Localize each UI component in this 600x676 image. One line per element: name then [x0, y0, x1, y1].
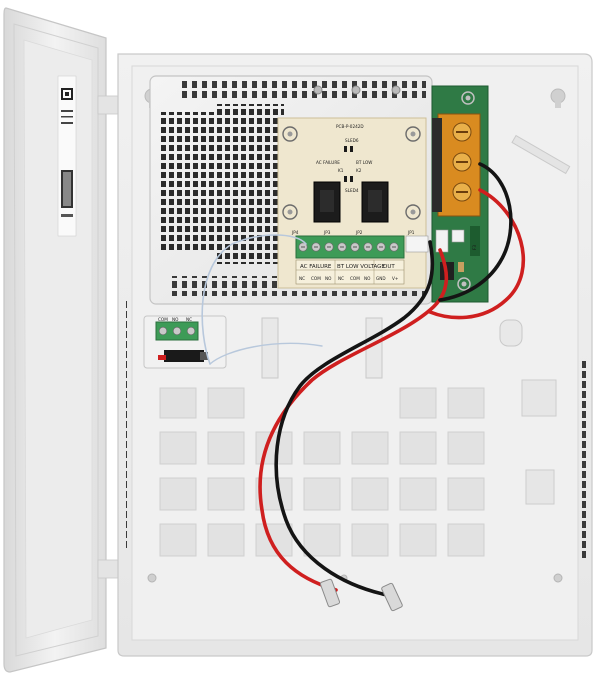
pin-label-5: COM: [350, 276, 360, 281]
group-label-out: OUT: [383, 264, 395, 270]
pin-label-8: V+: [392, 276, 399, 281]
side-vent-right: [580, 360, 586, 560]
group-label-ac-failure: AC FAILURE: [300, 264, 332, 270]
pcb-led-label-1: SLED6: [345, 138, 359, 143]
pcb-model-text: PCB-P-0242D: [336, 124, 364, 129]
pcb-led-label-4: K2: [356, 168, 362, 173]
side-vent-left: [126, 300, 132, 550]
tamper-pin-com: COM: [158, 317, 168, 322]
jumper-label-jp1: JP1: [407, 230, 415, 235]
pin-label-2: COM: [311, 276, 321, 281]
spade-connector-black: [381, 582, 403, 612]
pin-label-1: NC: [299, 276, 305, 281]
pin-label-4: NC: [338, 276, 344, 281]
tamper-pin-nc: NC: [186, 317, 192, 322]
pin-label-6: NO: [364, 276, 371, 281]
tamper-switch: COM NO NC: [143, 315, 227, 369]
spade-connector-red: [319, 578, 341, 608]
pcb-led-label-5: K1: [338, 168, 344, 173]
tamper-pin-no: NO: [172, 317, 179, 322]
pin-label-3: NO: [325, 276, 332, 281]
pin-label-7: GND: [376, 276, 386, 281]
pcb-led-label-6: SLED4: [345, 188, 359, 193]
group-label-bt-low-voltage: BT LOW VOLTAGE: [337, 264, 385, 270]
mounting-keyhole-right: [550, 88, 566, 108]
fuse-board: F3: [431, 85, 489, 303]
pcb-led-label-3: AC FAILURE: [316, 160, 340, 165]
fuse-terminal-block: [432, 113, 481, 217]
enclosure-door: [3, 7, 119, 673]
jumper-label-jp4: JP4: [291, 230, 299, 235]
fuse-board-label: F3: [472, 245, 477, 250]
door-barcode-label: [57, 75, 77, 237]
jumper-label-jp3: JP3: [323, 230, 331, 235]
control-pcb: PCB-P-0242D SLED6 BT LOW AC FAILURE K2 K…: [277, 117, 429, 289]
pcb-led-label-2: BT LOW: [356, 160, 372, 165]
cable-knockout-grid: [159, 387, 485, 557]
jumper-label-jp2: JP2: [355, 230, 363, 235]
battery-wires: [201, 162, 526, 612]
relay-terminal-block: [295, 235, 405, 259]
